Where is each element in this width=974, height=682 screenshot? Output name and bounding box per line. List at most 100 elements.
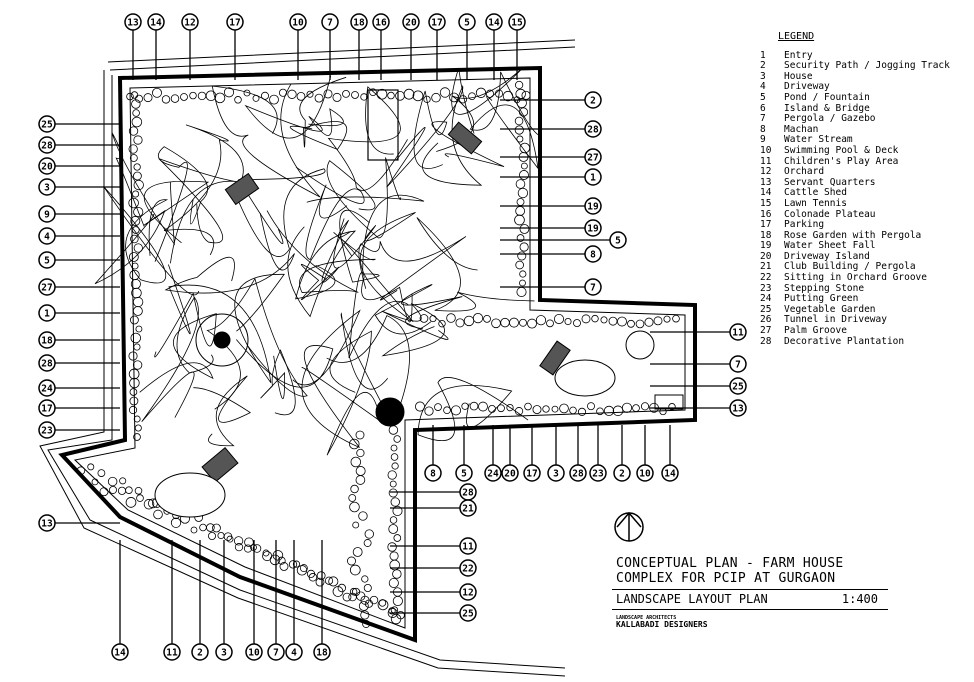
- legend-label: Decorative Plantation: [784, 335, 905, 347]
- tree: [348, 494, 357, 502]
- tree: [128, 351, 138, 361]
- tree: [131, 99, 141, 109]
- legend-label: Servant Quarters: [784, 176, 876, 188]
- tree: [668, 403, 676, 411]
- firm-name: KALLABADI DESIGNERS: [616, 620, 708, 629]
- tree: [135, 94, 143, 103]
- callout-number: 16: [375, 18, 387, 29]
- tree: [76, 466, 86, 475]
- tree: [349, 564, 361, 576]
- tree: [389, 480, 397, 488]
- contour-line: [266, 210, 377, 294]
- callout: 8: [500, 245, 602, 263]
- tree: [387, 470, 397, 480]
- tree: [324, 576, 334, 585]
- tree: [129, 377, 140, 389]
- contour-line: [381, 303, 449, 357]
- legend-number: 13: [760, 176, 772, 188]
- tree: [296, 91, 306, 101]
- tree: [369, 88, 377, 97]
- contour-line: [235, 309, 361, 448]
- callout-number: 7: [735, 360, 741, 371]
- servant-quarters: [654, 394, 684, 410]
- tree: [129, 154, 138, 162]
- callout-number: 2: [619, 469, 625, 480]
- tree: [439, 87, 451, 98]
- legend-number: 11: [760, 155, 772, 167]
- tree: [356, 448, 365, 458]
- tree: [360, 93, 368, 101]
- callout: 23: [589, 425, 607, 482]
- callout: 18: [38, 331, 120, 349]
- tree: [519, 279, 526, 287]
- callout-number: 12: [462, 588, 473, 599]
- tree: [387, 91, 395, 100]
- tree: [315, 577, 325, 587]
- callout: 13: [124, 13, 142, 80]
- legend-label: Tunnel in Driveway: [784, 314, 887, 326]
- tree: [403, 88, 415, 100]
- callout: 19: [500, 219, 602, 237]
- legend-number: 7: [760, 113, 766, 125]
- tree: [252, 544, 262, 553]
- tree: [412, 90, 424, 102]
- callout: 7: [267, 540, 285, 661]
- callout: 10: [636, 425, 654, 482]
- tree: [337, 583, 347, 593]
- callout-number: 21: [462, 504, 474, 515]
- callout: 17: [523, 425, 541, 482]
- callout-number: 11: [166, 648, 178, 659]
- tree: [438, 319, 446, 328]
- tree: [352, 521, 360, 529]
- tree: [478, 401, 488, 412]
- callout: 4: [38, 227, 120, 245]
- tree: [350, 484, 359, 494]
- tree: [392, 595, 403, 607]
- tree: [349, 501, 360, 513]
- tree: [514, 407, 524, 416]
- callout: 1: [38, 304, 120, 322]
- callout: 10: [245, 540, 263, 661]
- legend-label: Parking: [784, 219, 825, 231]
- tree: [292, 560, 301, 568]
- callout: 28: [569, 425, 587, 482]
- tree: [99, 487, 109, 497]
- contour-line: [416, 217, 535, 312]
- legend-number: 27: [760, 325, 772, 337]
- tree: [128, 126, 139, 136]
- callout-number: 13: [732, 404, 744, 415]
- legend-label: Putting Green: [784, 293, 859, 305]
- tree: [393, 435, 401, 443]
- contour-line: [326, 157, 401, 239]
- callout-number: 13: [41, 519, 53, 530]
- callout: 7: [650, 355, 747, 373]
- tree: [535, 315, 547, 326]
- tree: [128, 197, 139, 209]
- tree: [635, 319, 645, 329]
- tree: [360, 595, 370, 605]
- tree: [514, 125, 524, 135]
- tree: [234, 96, 242, 104]
- tree: [135, 325, 143, 333]
- callout: 25: [650, 377, 747, 395]
- tree: [132, 190, 140, 198]
- tree: [443, 406, 451, 415]
- tree: [129, 396, 139, 406]
- tree: [446, 313, 456, 323]
- tree: [390, 497, 400, 507]
- contour-line: [413, 90, 505, 169]
- callout: 25: [38, 115, 120, 133]
- callout-number: 1: [44, 309, 50, 320]
- legend-title: LEGEND: [778, 31, 815, 42]
- fountain: [195, 313, 249, 367]
- legend-label: Pond / Fountain: [784, 91, 870, 103]
